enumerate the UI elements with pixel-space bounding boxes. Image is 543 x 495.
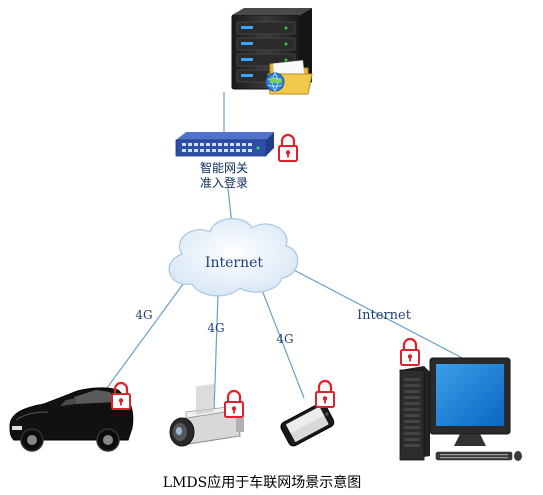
- camera-icon: [169, 383, 244, 447]
- lock-icon: [110, 381, 132, 411]
- gateway-label-line2: 准入登录: [200, 175, 248, 190]
- diagram-caption: LMDS应用于车联网场景示意图: [163, 474, 361, 491]
- edge-label-pc: Internet: [357, 308, 412, 323]
- links: [103, 92, 471, 413]
- edge-label-camera: 4G: [207, 321, 224, 335]
- globe-icon: [265, 72, 285, 92]
- edge-label-phone: 4G: [276, 332, 293, 346]
- link-internet-car: [103, 279, 187, 393]
- car-icon: [9, 387, 134, 452]
- cloud-icon: [168, 218, 299, 297]
- lock-icon: [399, 337, 421, 367]
- phone-icon: [280, 402, 335, 447]
- switch-icon: [175, 132, 274, 157]
- link-internet-camera: [213, 293, 219, 413]
- lock-icon: [223, 389, 245, 419]
- gateway-label-line1: 智能网关: [200, 160, 248, 175]
- link-internet-phone: [261, 289, 305, 399]
- internet-label: Internet: [205, 255, 263, 271]
- edge-label-car: 4G: [135, 308, 152, 322]
- desktop-pc-icon: [399, 357, 522, 461]
- link-internet-pc: [289, 267, 471, 363]
- lock-icon: [314, 379, 336, 409]
- lock-icon: [277, 133, 299, 163]
